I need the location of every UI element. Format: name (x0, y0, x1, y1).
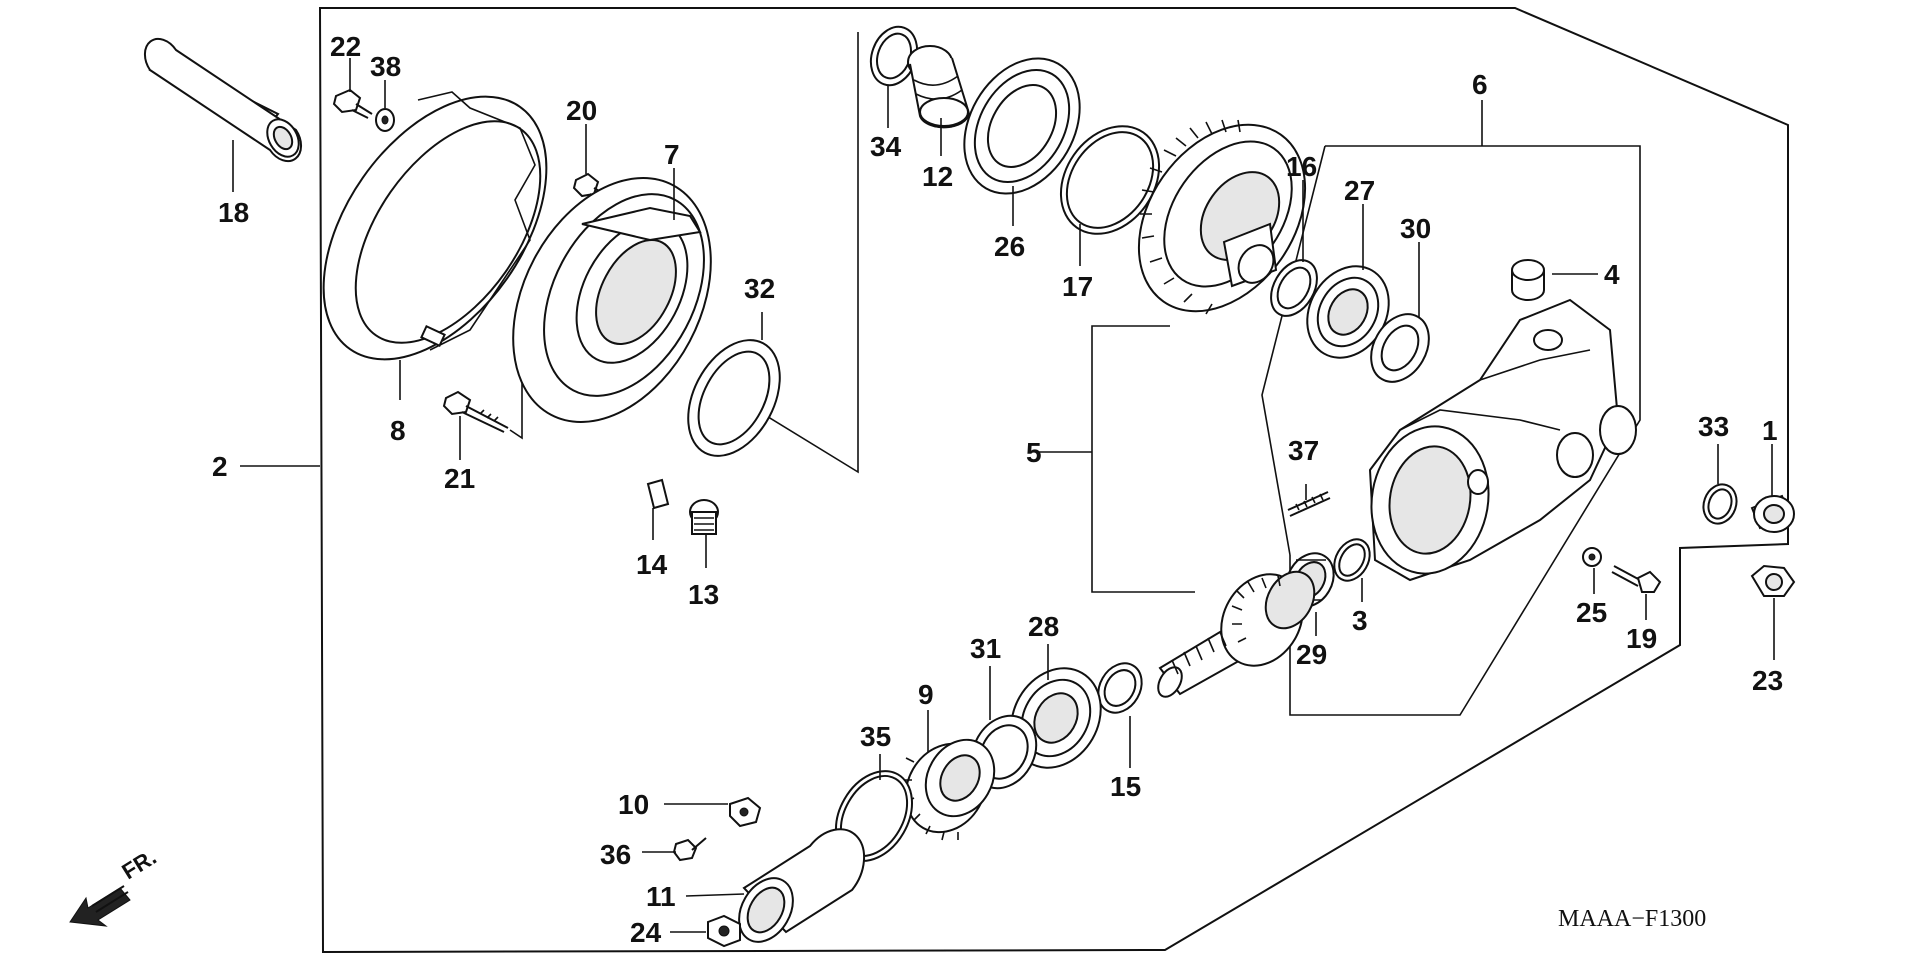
callout-22[interactable]: 22 (330, 31, 361, 62)
callout-9[interactable]: 9 (918, 679, 934, 710)
brake-shoe-part-8 (322, 91, 548, 361)
callout-6[interactable]: 6 (1472, 69, 1488, 100)
seal-part-32 (687, 339, 781, 457)
washer-part-25 (1582, 547, 1602, 567)
nut-part-10 (729, 796, 762, 828)
callout-38[interactable]: 38 (370, 51, 401, 82)
callout-14[interactable]: 14 (636, 549, 668, 580)
callout-29[interactable]: 29 (1296, 639, 1327, 670)
boot-part-12 (907, 45, 970, 129)
snap-ring-part-17 (1059, 125, 1161, 235)
callout-23[interactable]: 23 (1752, 665, 1783, 696)
bolt-part-19 (1611, 565, 1662, 593)
callout-34[interactable]: 34 (870, 131, 902, 162)
callout-8[interactable]: 8 (390, 415, 406, 446)
bracket-seal-group (759, 32, 859, 474)
callout-36[interactable]: 36 (600, 839, 631, 870)
cap-part-4 (1511, 259, 1545, 301)
plug-part-1 (1750, 494, 1795, 533)
bolt-part-21 (442, 390, 509, 433)
front-direction-arrow-icon (69, 885, 131, 927)
callout-12[interactable]: 12 (922, 161, 953, 192)
nut-part-23 (1750, 564, 1796, 597)
shim-part-16 (1270, 259, 1318, 317)
callout-5[interactable]: 5 (1026, 437, 1042, 468)
assembly-outline (318, 7, 1789, 954)
callout-21[interactable]: 21 (444, 463, 475, 494)
stud-part-37 (1287, 491, 1331, 517)
front-direction-label: FR. (117, 844, 160, 884)
sleeve-part-11 (738, 828, 866, 943)
clip-part-14 (646, 478, 670, 510)
pinion-gear (1157, 570, 1316, 698)
callout-13[interactable]: 13 (688, 579, 719, 610)
callout-15[interactable]: 15 (1110, 771, 1141, 802)
callout-7[interactable]: 7 (664, 139, 680, 170)
callout-17[interactable]: 17 (1062, 271, 1093, 302)
callout-28[interactable]: 28 (1028, 611, 1059, 642)
bearing-part-26 (963, 57, 1081, 195)
callout-35[interactable]: 35 (860, 721, 891, 752)
bracket-5 (1091, 325, 1195, 593)
spring-part-13 (689, 499, 719, 535)
callout-33[interactable]: 33 (1698, 411, 1729, 442)
tube-part-18 (143, 37, 303, 163)
callout-1[interactable]: 1 (1762, 415, 1778, 446)
bolt-part-22 (332, 88, 373, 119)
seal-part-30 (1370, 313, 1430, 383)
bearing-part-27 (1306, 265, 1390, 359)
bolt-part-36 (672, 837, 707, 862)
callout-16[interactable]: 16 (1286, 151, 1317, 182)
part-callouts: 18 22 38 20 7 8 21 2 32 14 13 34 12 26 1… (212, 31, 1783, 948)
callout-37[interactable]: 37 (1288, 435, 1319, 466)
callout-27[interactable]: 27 (1344, 175, 1375, 206)
diagram-code: MAAA−F1300 (1558, 906, 1706, 932)
callout-11[interactable]: 11 (646, 881, 676, 912)
coupler-part-9 (904, 738, 996, 841)
callout-24[interactable]: 24 (630, 917, 662, 948)
callout-26[interactable]: 26 (994, 231, 1025, 262)
callout-31[interactable]: 31 (970, 633, 1001, 664)
shim-part-15 (1097, 662, 1143, 714)
gear-case-housing (1368, 298, 1637, 582)
o-ring-part-33 (1702, 483, 1738, 525)
snap-ring-part-3 (1333, 538, 1371, 582)
leader-lines (232, 58, 1775, 933)
o-ring-part-34 (869, 25, 919, 87)
callout-10[interactable]: 10 (618, 789, 649, 820)
callout-19[interactable]: 19 (1626, 623, 1657, 654)
callout-25[interactable]: 25 (1576, 597, 1607, 628)
ring-gear (1137, 119, 1307, 315)
callout-30[interactable]: 30 (1400, 213, 1431, 244)
washer-part-38 (375, 108, 395, 132)
callout-3[interactable]: 3 (1352, 605, 1368, 636)
callout-20[interactable]: 20 (566, 95, 597, 126)
callout-32[interactable]: 32 (744, 273, 775, 304)
callout-18[interactable]: 18 (218, 197, 249, 228)
bracket-6 (1289, 145, 1641, 716)
nut-part-24 (707, 914, 741, 948)
callout-2[interactable]: 2 (212, 451, 228, 482)
callout-4[interactable]: 4 (1604, 259, 1620, 290)
